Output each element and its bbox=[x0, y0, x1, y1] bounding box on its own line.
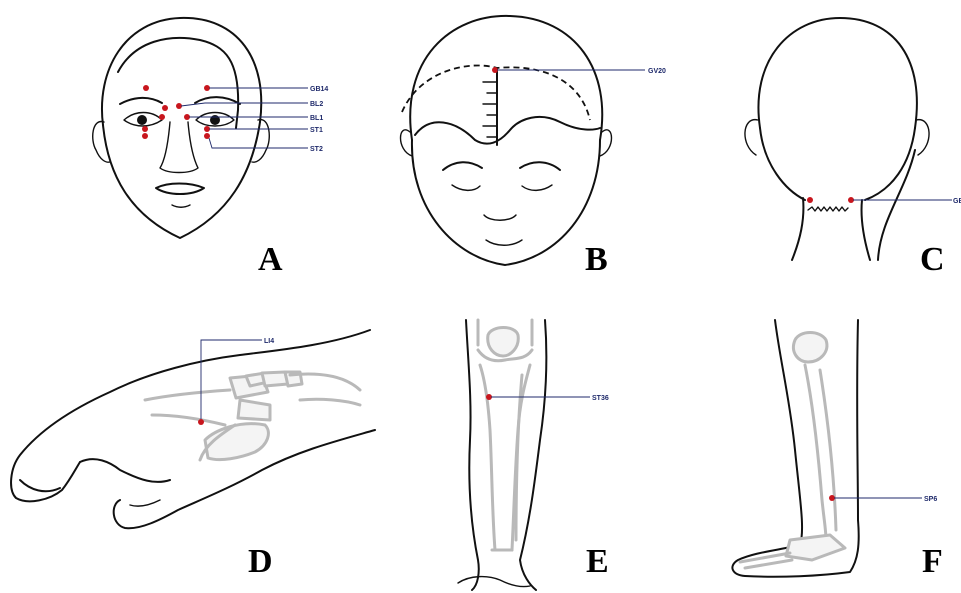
label-bl1: BL1 bbox=[310, 115, 323, 122]
panel-a: GB14 BL2 BL1 ST1 ST2 A bbox=[93, 18, 329, 278]
label-gb20: GB bbox=[953, 198, 961, 205]
label-st36: ST36 bbox=[592, 395, 609, 402]
panel-letter-d: D bbox=[248, 543, 273, 580]
panel-letter-c: C bbox=[920, 241, 945, 278]
label-sp6: SP6 bbox=[924, 496, 937, 503]
label-st1: ST1 bbox=[310, 127, 323, 134]
point-st1-left bbox=[142, 126, 148, 132]
point-gb20-left bbox=[807, 197, 813, 203]
panel-letter-f: F bbox=[922, 543, 943, 580]
panel-letter-b: B bbox=[585, 241, 608, 278]
panel-b: GV20 B bbox=[401, 16, 667, 278]
panel-letter-e: E bbox=[586, 543, 609, 580]
leader-bl2 bbox=[181, 103, 308, 106]
point-bl1-left bbox=[159, 114, 165, 120]
face-outline-drawing bbox=[93, 18, 270, 238]
leg-side-drawing bbox=[732, 320, 858, 577]
point-bl2-left bbox=[162, 105, 168, 111]
label-gv20: GV20 bbox=[648, 68, 666, 75]
panel-d: LI4 D bbox=[11, 330, 375, 580]
panel-c: GB C bbox=[745, 18, 961, 278]
label-li4: LI4 bbox=[264, 338, 274, 345]
head-back-drawing bbox=[745, 18, 929, 260]
panel-f: SP6 F bbox=[732, 320, 942, 580]
point-gb14-left bbox=[143, 85, 149, 91]
panel-e: ST36 E bbox=[458, 320, 609, 590]
label-gb14: GB14 bbox=[310, 86, 328, 93]
label-bl2: BL2 bbox=[310, 101, 323, 108]
point-st2-left bbox=[142, 133, 148, 139]
hand-drawing bbox=[11, 330, 375, 528]
leg-front-drawing bbox=[458, 320, 546, 590]
leader-st2 bbox=[209, 138, 308, 148]
panel-letter-a: A bbox=[258, 241, 283, 278]
point-li4 bbox=[198, 419, 204, 425]
label-st2: ST2 bbox=[310, 146, 323, 153]
head-top-drawing bbox=[401, 16, 612, 265]
